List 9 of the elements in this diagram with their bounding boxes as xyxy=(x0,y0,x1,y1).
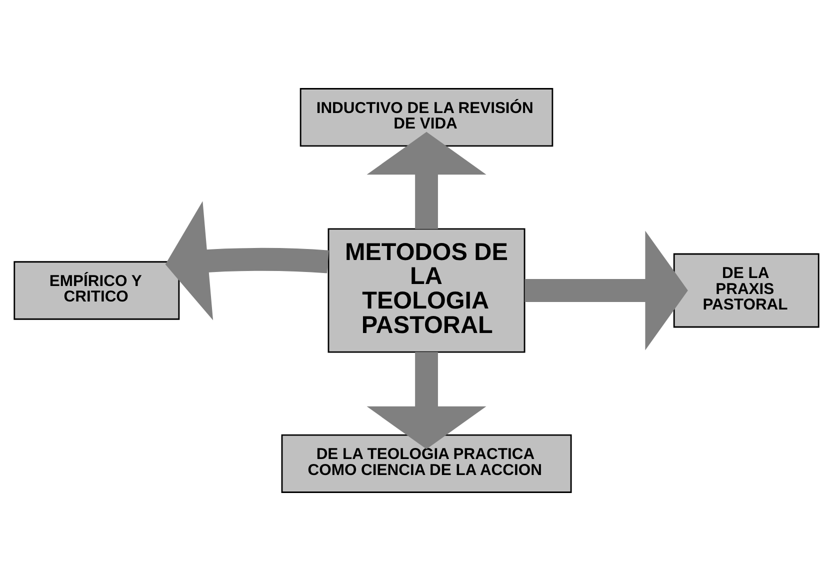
arrow xyxy=(165,201,329,320)
arrow xyxy=(524,230,688,350)
node-box: METODOS DE LA TEOLOGIA PASTORAL xyxy=(328,228,526,353)
node-box: EMPÍRICO Y CRITICO xyxy=(14,261,180,320)
node-box: DE LA PRAXIS PASTORAL xyxy=(673,253,820,328)
node-box: INDUCTIVO DE LA REVISIÓN DE VIDA xyxy=(300,88,554,147)
arrow xyxy=(366,352,486,450)
arrow xyxy=(366,132,486,229)
node-box: DE LA TEOLOGIA PRACTICA COMO CIENCIA DE LA ACCION xyxy=(281,434,572,493)
